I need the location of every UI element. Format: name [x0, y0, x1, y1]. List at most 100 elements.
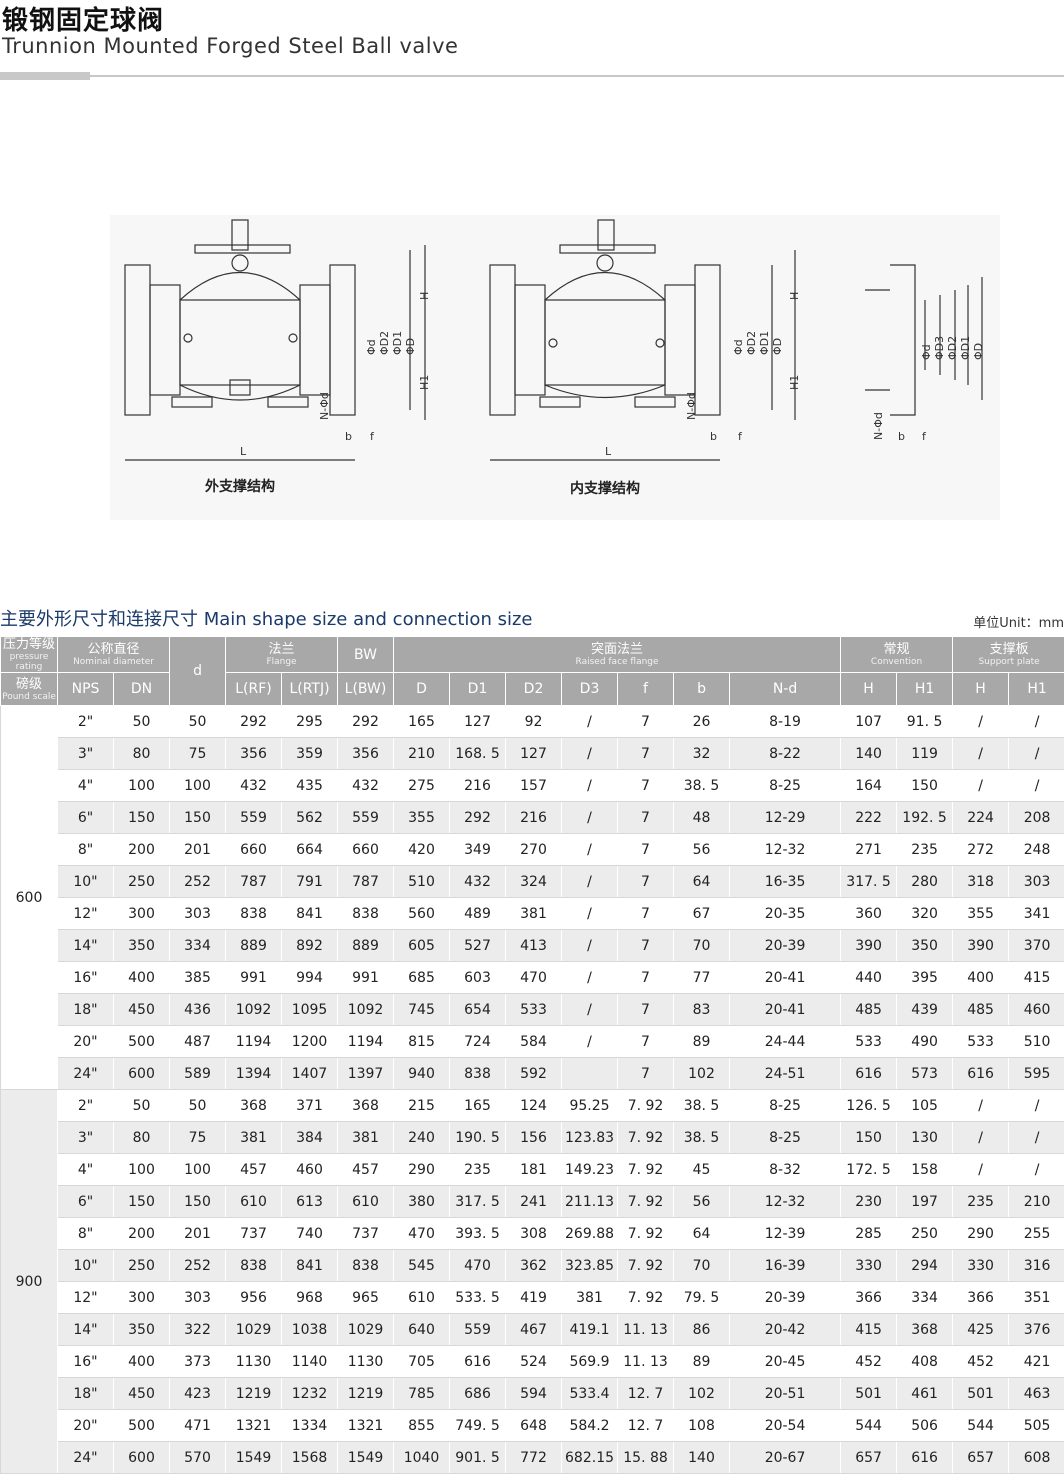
table-cell: 295	[282, 706, 338, 738]
table-cell: 1130	[226, 1346, 282, 1378]
table-cell: 559	[226, 802, 282, 834]
table-cell: 573	[897, 1058, 953, 1090]
dim-L-left: L	[240, 445, 247, 458]
table-cell: 12-32	[730, 834, 841, 866]
table-cell: /	[562, 706, 618, 738]
table-cell: 102	[674, 1378, 730, 1410]
table-cell: 156	[506, 1122, 562, 1154]
table-cell: 20-39	[730, 1282, 841, 1314]
table-cell: 487	[170, 1026, 226, 1058]
table-cell: 605	[394, 930, 450, 962]
table-cell: 150	[114, 802, 170, 834]
table-cell: 8-25	[730, 1122, 841, 1154]
table-cell: 252	[170, 1250, 226, 1282]
table-cell: 393. 5	[450, 1218, 506, 1250]
table-cell: 435	[282, 770, 338, 802]
dim-L-mid: L	[605, 445, 612, 458]
table-cell: 7	[618, 706, 674, 738]
table-cell: 349	[450, 834, 506, 866]
dim-phi-D-mid: ΦD	[771, 338, 784, 355]
table-cell: 390	[841, 930, 897, 962]
table-cell: 7	[618, 930, 674, 962]
table-cell: 460	[282, 1154, 338, 1186]
table-cell: 79. 5	[674, 1282, 730, 1314]
table-cell: 965	[338, 1282, 394, 1314]
table-cell: 222	[841, 802, 897, 834]
table-cell: 7	[618, 770, 674, 802]
table-cell: 317. 5	[450, 1186, 506, 1218]
table-cell: 250	[114, 1250, 170, 1282]
table-cell: 235	[450, 1154, 506, 1186]
table-cell: 889	[226, 930, 282, 962]
table-cell: 56	[674, 834, 730, 866]
table-cell: 737	[226, 1218, 282, 1250]
table-cell: /	[953, 706, 1009, 738]
table-cell: 275	[394, 770, 450, 802]
table-cell: 395	[897, 962, 953, 994]
table-cell: 500	[114, 1410, 170, 1442]
table-cell: 45	[674, 1154, 730, 1186]
table-cell: 350	[114, 1314, 170, 1346]
table-cell: 3"	[58, 738, 114, 770]
dim-Nd-mid: N-Φd	[685, 392, 698, 420]
table-cell: /	[562, 1026, 618, 1058]
table-cell: 248	[1009, 834, 1064, 866]
table-cell: 107	[841, 706, 897, 738]
table-cell: 224	[953, 802, 1009, 834]
table-cell: 600	[114, 1442, 170, 1474]
table-cell: /	[562, 930, 618, 962]
table-cell: /	[1009, 738, 1064, 770]
table-cell: 150	[114, 1186, 170, 1218]
table-cell: 270	[506, 834, 562, 866]
table-cell: 20-39	[730, 930, 841, 962]
table-cell: 1321	[226, 1410, 282, 1442]
table-cell: 250	[897, 1218, 953, 1250]
table-cell: 740	[282, 1218, 338, 1250]
table-cell: 415	[841, 1314, 897, 1346]
table-cell: 544	[841, 1410, 897, 1442]
table-cell: 408	[897, 1346, 953, 1378]
table-cell: 594	[506, 1378, 562, 1410]
table-cell: 126. 5	[841, 1090, 897, 1122]
hdr-l-rf: L(RF)	[226, 673, 282, 706]
table-cell: 745	[394, 994, 450, 1026]
table-cell: 303	[170, 898, 226, 930]
table-cell: 4"	[58, 770, 114, 802]
table-cell: 20"	[58, 1026, 114, 1058]
table-cell: 150	[170, 1186, 226, 1218]
table-cell: 8-22	[730, 738, 841, 770]
table-cell: 7	[618, 1058, 674, 1090]
table-cell: /	[1009, 1122, 1064, 1154]
table-cell: 470	[394, 1218, 450, 1250]
dim-b-right: b	[898, 430, 905, 443]
table-cell: 1232	[282, 1378, 338, 1410]
table-cell: 413	[506, 930, 562, 962]
page-title-en: Trunnion Mounted Forged Steel Ball valve	[2, 34, 458, 58]
table-cell: 77	[674, 962, 730, 994]
dim-Nd-left: N-Φd	[318, 392, 331, 420]
table-cell: 3"	[58, 1122, 114, 1154]
page-title-cn: 锻钢固定球阀	[2, 0, 164, 37]
table-cell: 600	[114, 1058, 170, 1090]
table-cell: 1029	[226, 1314, 282, 1346]
table-cell: 20"	[58, 1410, 114, 1442]
table-cell: 901. 5	[450, 1442, 506, 1474]
table-cell: 1200	[282, 1026, 338, 1058]
table-cell: 100	[170, 770, 226, 802]
section-title-cn: 主要外形尺寸和连接尺寸	[0, 609, 198, 630]
table-cell: 7	[618, 962, 674, 994]
table-cell: 366	[953, 1282, 1009, 1314]
section-title: 主要外形尺寸和连接尺寸 Main shape size and connecti…	[0, 605, 532, 631]
table-cell: /	[953, 770, 1009, 802]
table-cell: 208	[1009, 802, 1064, 834]
